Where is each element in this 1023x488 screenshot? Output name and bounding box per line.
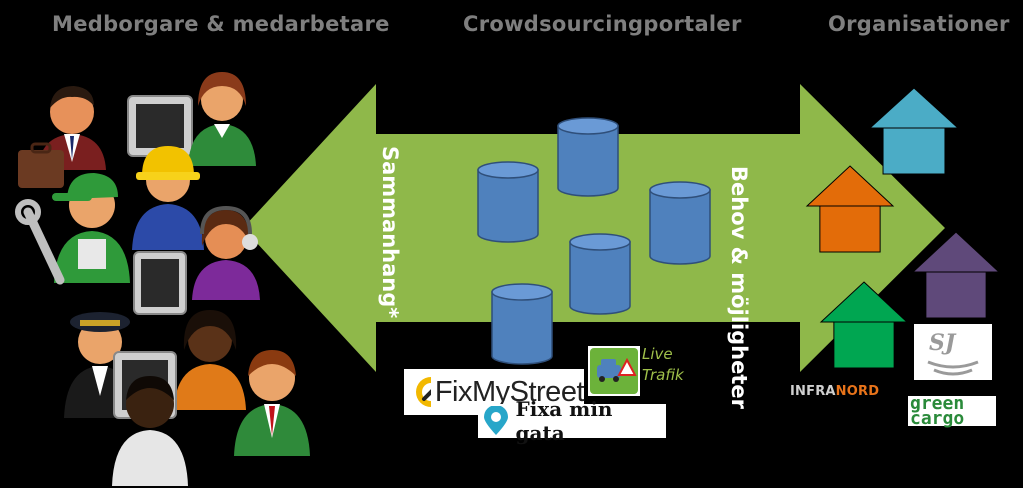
arrow-label-right: Behov & möjligheter [727,166,751,410]
people-group-icon [15,72,310,486]
fixa-min-gata-logo: Fixa min gata [478,397,666,445]
infranord-logo: INFRANORD [790,384,880,399]
live-trafik-logo [588,346,640,396]
database-icon [477,161,539,243]
briefcase-icon [18,150,64,188]
header-citizens: Medborgare & medarbetare [52,12,390,36]
car-warning-icon [590,348,638,394]
database-icon [557,117,619,197]
green-cargo-logo: green cargo [908,395,996,428]
sj-logo [914,324,992,380]
house-icon [911,231,1001,319]
live-trafik-text: Live Trafik [642,345,684,384]
sj-text: SJ [929,330,956,356]
fixmystreet-text: FixMyStreet [434,375,585,408]
header-organisations: Organisationer [828,12,1010,36]
database-icon [649,181,711,265]
wrench-circle-icon [416,377,431,407]
arrow-label-left: Sammanhang* [378,146,402,319]
header-portals: Crowdsourcingportaler [463,12,742,36]
database-icon [491,283,553,365]
house-icon [805,165,895,253]
house-icon [819,281,909,369]
double-arrow [243,84,945,372]
database-icon [569,233,631,315]
location-pin-icon [484,406,508,435]
fixa-min-gata-text: Fixa min gata [515,397,613,445]
house-icon [868,87,960,175]
